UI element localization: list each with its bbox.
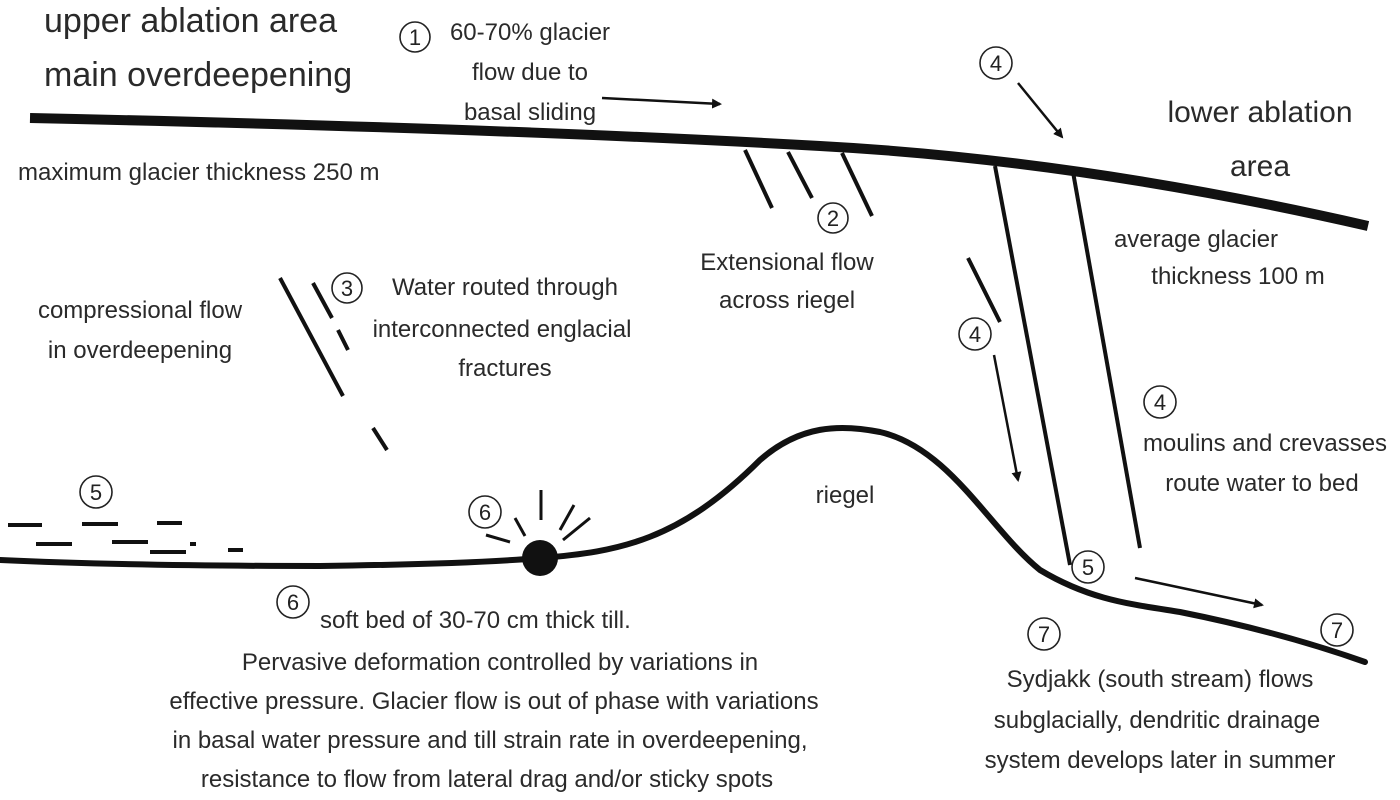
upper-area-heading-2: main overdeepening bbox=[44, 56, 352, 94]
marker-4-top: 4 bbox=[979, 46, 1013, 80]
marker-7-right: 7 bbox=[1320, 613, 1354, 647]
riegel-label: riegel bbox=[816, 482, 875, 509]
svg-text:3: 3 bbox=[341, 276, 353, 301]
sticky-spot-rays bbox=[485, 490, 591, 544]
marker-3: 3 bbox=[331, 272, 363, 304]
upper-area-heading-1: upper ablation area bbox=[44, 2, 337, 40]
subglacial-flow-arrow bbox=[1134, 576, 1264, 609]
svg-text:resistance to flow from latera: resistance to flow from lateral drag and… bbox=[201, 766, 773, 793]
note-extensional-flow: Extensional flow across riegel bbox=[700, 249, 874, 314]
svg-text:60-70% glacier: 60-70% glacier bbox=[450, 19, 610, 46]
svg-text:2: 2 bbox=[827, 206, 839, 231]
extensional-crevasses bbox=[743, 149, 874, 217]
svg-text:7: 7 bbox=[1331, 618, 1343, 643]
svg-text:1: 1 bbox=[409, 25, 421, 50]
svg-text:flow due to: flow due to bbox=[472, 59, 588, 86]
moulins-and-crevasses bbox=[966, 165, 1142, 566]
svg-text:subglacially, dendritic draina: subglacially, dendritic drainage bbox=[994, 707, 1320, 734]
max-thickness-label: maximum glacier thickness 250 m bbox=[18, 159, 379, 186]
marker-7-left: 7 bbox=[1027, 617, 1061, 651]
englacial-fractures bbox=[278, 277, 389, 452]
surface-melt-arrow bbox=[1017, 82, 1064, 139]
marker-6-bed: 6 bbox=[468, 495, 502, 529]
avg-thickness-label: average glacier thickness 100 m bbox=[1114, 226, 1325, 290]
lower-area-heading-2: area bbox=[1230, 150, 1290, 183]
svg-text:average glacier: average glacier bbox=[1114, 226, 1278, 253]
marker-4-middle: 4 bbox=[958, 317, 992, 351]
glacier-bed-line bbox=[0, 424, 1368, 665]
marker-4-right: 4 bbox=[1143, 385, 1177, 419]
note-basal-sliding: 60-70% glacier flow due to basal sliding bbox=[450, 19, 610, 126]
svg-text:Pervasive deformation controll: Pervasive deformation controlled by vari… bbox=[242, 649, 758, 676]
svg-text:Water routed through: Water routed through bbox=[392, 274, 618, 301]
marker-5-left: 5 bbox=[79, 475, 113, 509]
svg-text:6: 6 bbox=[287, 590, 299, 615]
svg-text:4: 4 bbox=[990, 51, 1002, 76]
svg-text:basal sliding: basal sliding bbox=[464, 99, 596, 126]
glacier-surface-line bbox=[29, 113, 1370, 231]
note-compressional-flow: compressional flow in overdeepening bbox=[38, 297, 243, 364]
svg-text:interconnected englacial: interconnected englacial bbox=[373, 316, 632, 343]
marker-2: 2 bbox=[817, 202, 849, 234]
marker-1: 1 bbox=[399, 21, 431, 53]
svg-text:4: 4 bbox=[969, 322, 981, 347]
sticky-spot-marker bbox=[522, 540, 558, 576]
svg-text:6: 6 bbox=[479, 500, 491, 525]
svg-text:5: 5 bbox=[90, 480, 102, 505]
svg-text:7: 7 bbox=[1038, 622, 1050, 647]
marker-5-right: 5 bbox=[1071, 550, 1105, 584]
note-soft-bed: soft bed of 30-70 cm thick till. Pervasi… bbox=[169, 607, 818, 793]
svg-text:4: 4 bbox=[1154, 390, 1166, 415]
svg-text:moulins and crevasses: moulins and crevasses bbox=[1143, 430, 1387, 457]
water-descent-arrow bbox=[992, 354, 1022, 482]
lower-area-heading-1: lower ablation bbox=[1167, 96, 1352, 129]
note-moulins: moulins and crevasses route water to bed bbox=[1143, 430, 1387, 497]
basal-sliding-arrow bbox=[601, 96, 722, 109]
svg-text:thickness 100 m: thickness 100 m bbox=[1151, 263, 1324, 290]
svg-text:route water to bed: route water to bed bbox=[1165, 470, 1358, 497]
svg-text:system develops later in summe: system develops later in summer bbox=[985, 747, 1336, 774]
svg-text:in overdeepening: in overdeepening bbox=[48, 337, 232, 364]
svg-text:across riegel: across riegel bbox=[719, 287, 855, 314]
svg-text:fractures: fractures bbox=[458, 355, 551, 382]
svg-text:compressional flow: compressional flow bbox=[38, 297, 243, 324]
svg-text:Sydjakk (south stream) flows: Sydjakk (south stream) flows bbox=[1007, 666, 1314, 693]
svg-text:soft bed of 30-70 cm thick til: soft bed of 30-70 cm thick till. bbox=[320, 607, 631, 634]
note-englacial-fractures: Water routed through interconnected engl… bbox=[373, 274, 632, 382]
marker-6-text: 6 bbox=[276, 585, 310, 619]
note-sydjakk: Sydjakk (south stream) flows subglaciall… bbox=[985, 666, 1336, 774]
subglacial-water-dashes bbox=[8, 521, 243, 554]
svg-text:Extensional flow: Extensional flow bbox=[700, 249, 874, 276]
svg-text:effective pressure. Glacier fl: effective pressure. Glacier flow is out … bbox=[169, 688, 818, 715]
svg-text:in basal water pressure and ti: in basal water pressure and till strain … bbox=[172, 727, 807, 754]
svg-text:5: 5 bbox=[1082, 555, 1094, 580]
